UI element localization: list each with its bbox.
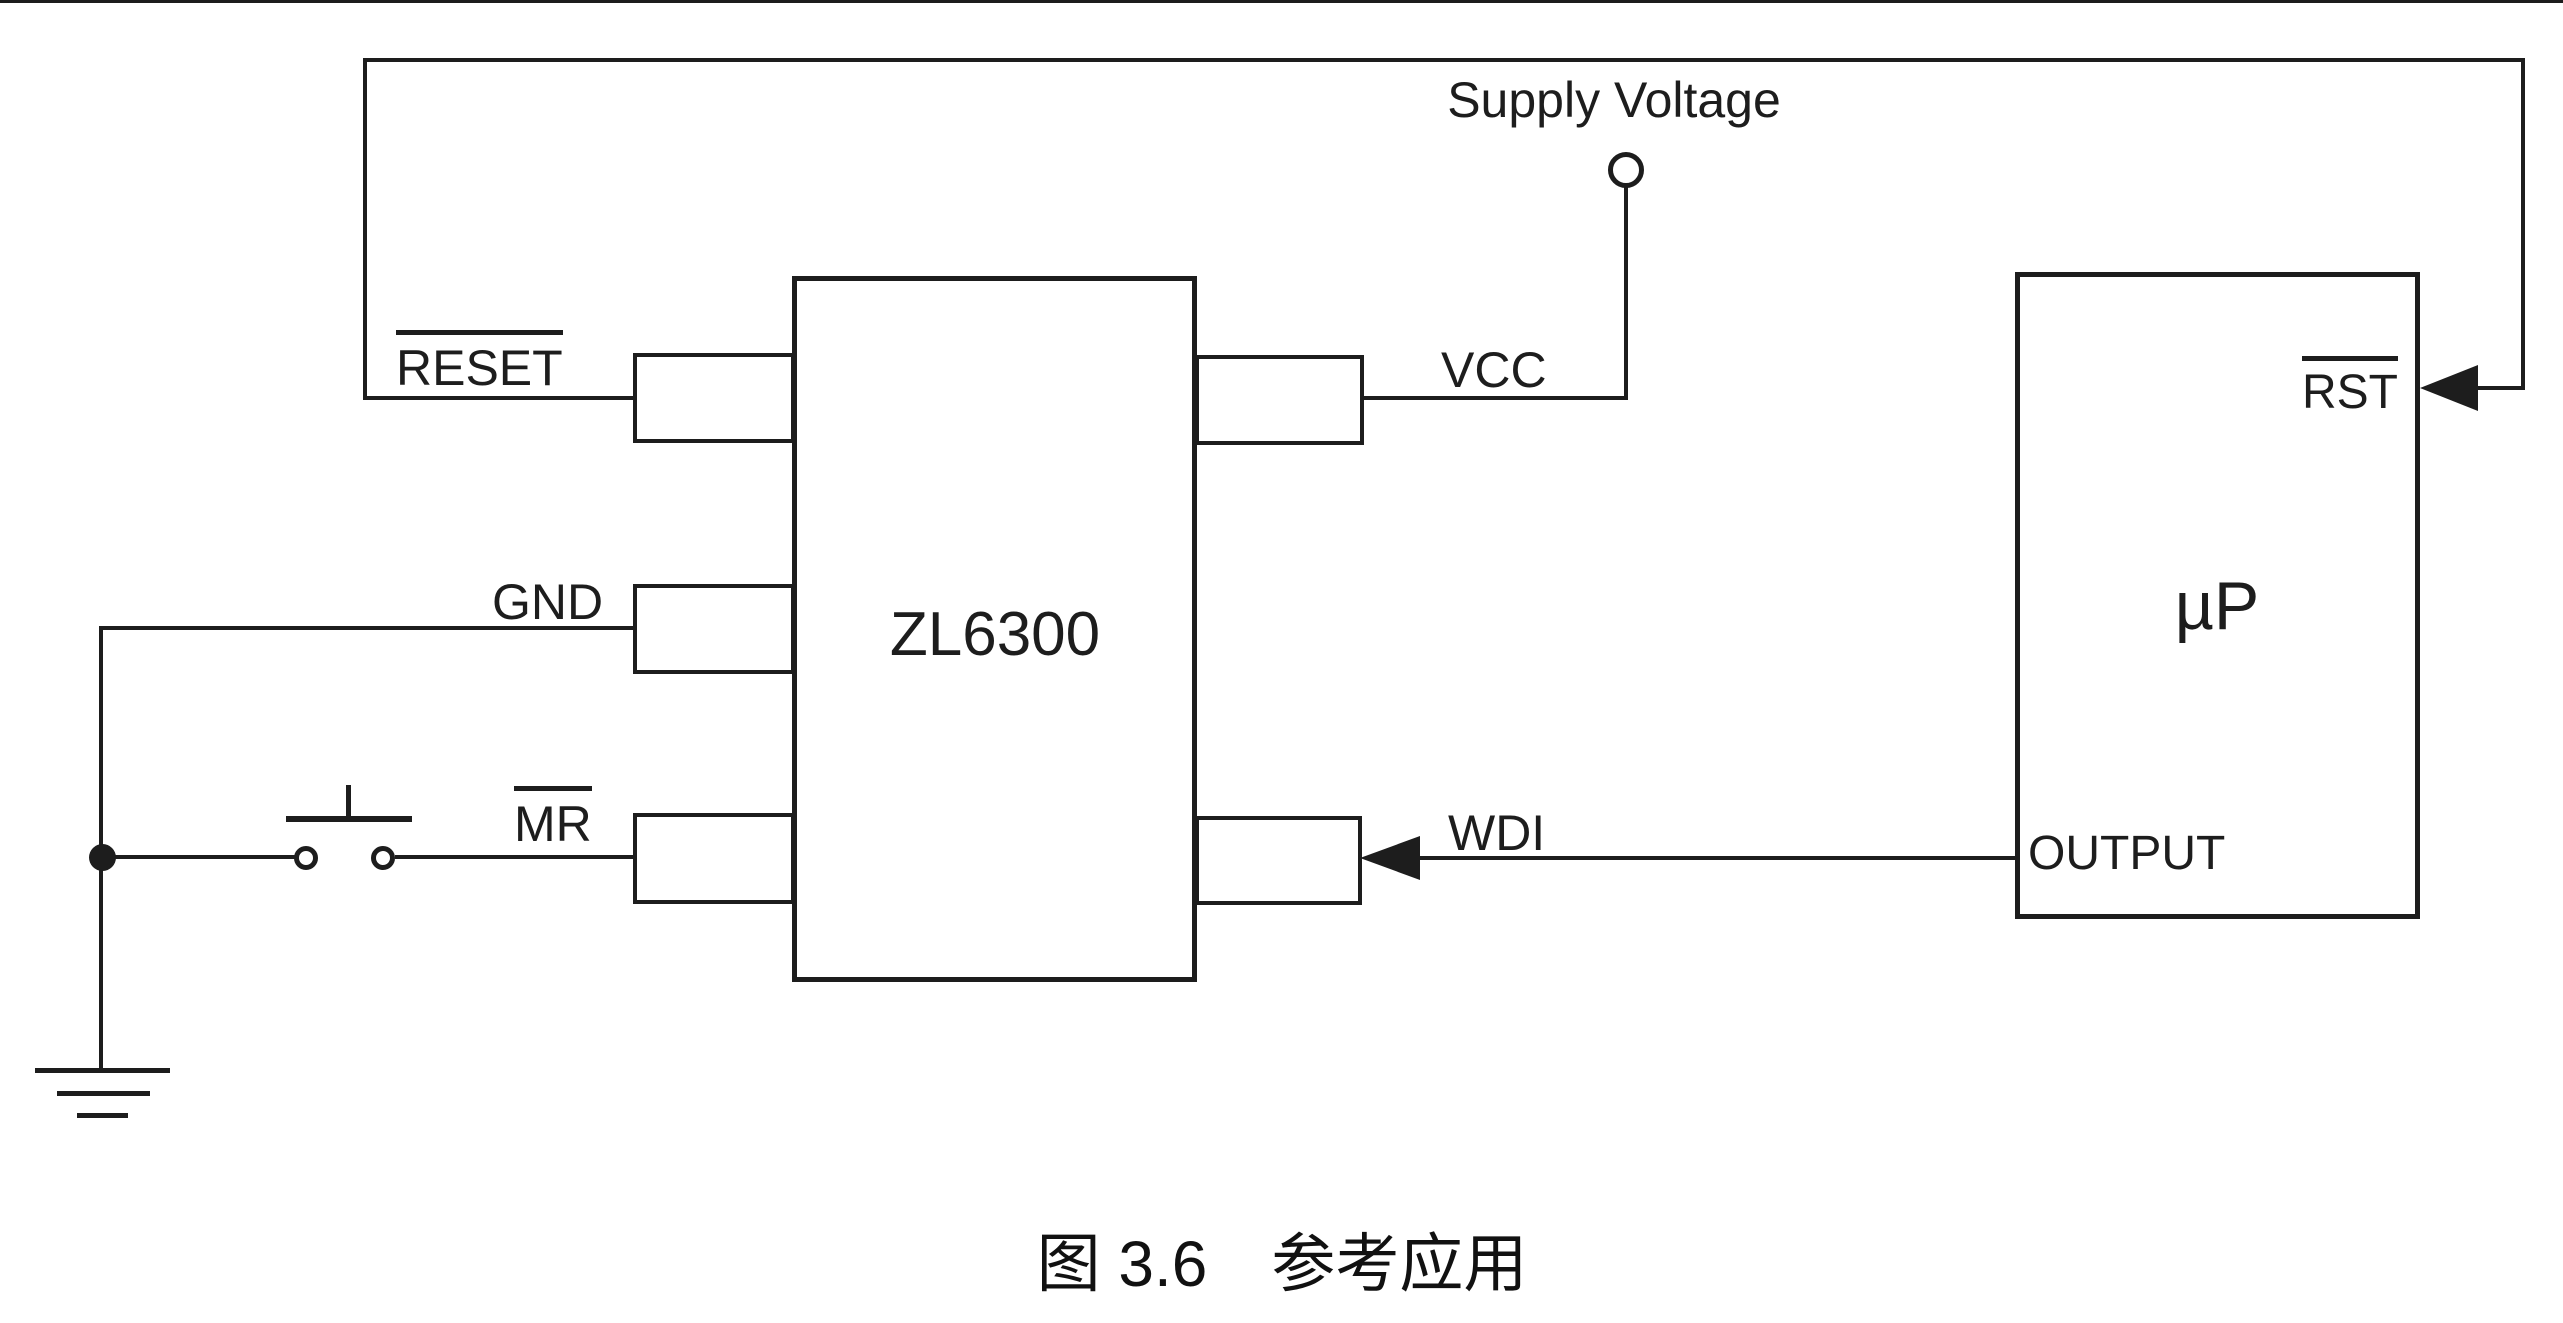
- pin-box-gnd: [633, 584, 795, 674]
- page-top-rule: [0, 0, 2563, 3]
- ground-bar-medium: [57, 1091, 150, 1096]
- pushbutton-contact-left: [294, 846, 318, 870]
- wdi-arrowhead: [1360, 836, 1420, 880]
- chip-zl6300-title: ZL6300: [889, 600, 1101, 669]
- wire-wdi-output: [1418, 856, 2015, 860]
- wire-reset-horizontal: [363, 396, 637, 400]
- wire-mr-right-segment: [395, 855, 635, 859]
- vcc-pin-label: VCC: [1441, 342, 1547, 398]
- pin-box-reset: [633, 353, 795, 443]
- figure-caption: 图 3.6 参考应用: [1036, 1228, 1528, 1300]
- output-pin-label: OUTPUT: [2028, 827, 2226, 880]
- rst-arrowhead: [2420, 365, 2478, 411]
- rst-pin-label: RST: [2302, 356, 2398, 417]
- supply-terminal-circle: [1608, 152, 1644, 188]
- pushbutton-bar: [286, 816, 412, 822]
- chip-microprocessor-body: [2015, 272, 2420, 919]
- wire-gnd-horizontal: [99, 626, 637, 630]
- wire-rst-stub: [2470, 386, 2525, 390]
- pin-box-wdi: [1195, 816, 1362, 905]
- wdi-pin-label: WDI: [1448, 805, 1546, 861]
- ground-bar-small: [77, 1113, 128, 1118]
- wire-top-run: [363, 58, 2525, 62]
- wire-vcc: [1360, 396, 1628, 400]
- ground-bar-large: [35, 1068, 170, 1073]
- gnd-pin-label: GND: [492, 574, 604, 630]
- pushbutton-actuator: [346, 785, 351, 818]
- chip-microprocessor-title: µP: [2174, 568, 2260, 644]
- pin-box-mr: [633, 813, 795, 904]
- pushbutton-contact-right: [371, 846, 395, 870]
- wire-rst-right-vertical: [2521, 58, 2525, 390]
- wire-mr-left-segment: [99, 855, 295, 859]
- pin-box-vcc: [1195, 355, 1364, 445]
- chip-zl6300-body: [792, 276, 1197, 982]
- wire-reset-left-vertical: [363, 58, 367, 400]
- wire-supply-vertical: [1624, 186, 1628, 400]
- reset-pin-label: RESET: [396, 330, 563, 393]
- supply-voltage-label: Supply Voltage: [1447, 72, 1781, 128]
- mr-pin-label: MR: [514, 786, 592, 849]
